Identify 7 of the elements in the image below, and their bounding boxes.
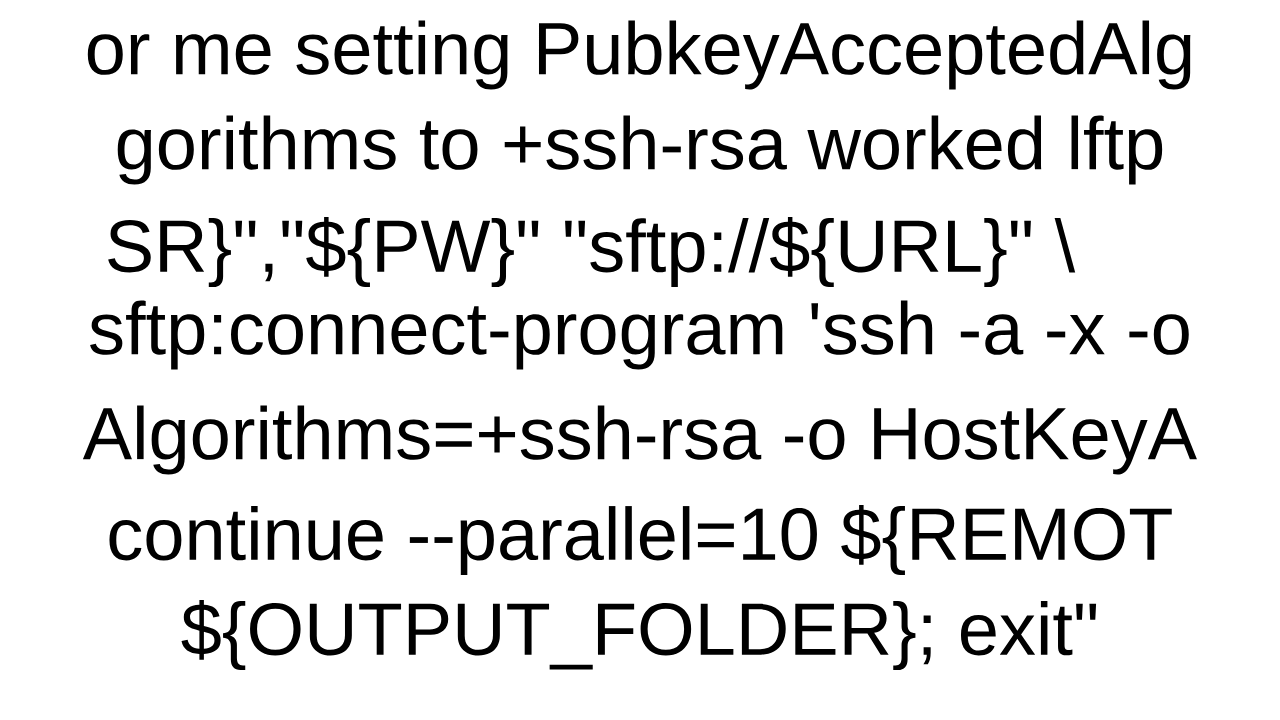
text-line: continue --parallel=10 ${REMOT — [109, 504, 1172, 576]
text-line: Algorithms=+ssh-rsa -o HostKeyA — [82, 405, 1197, 475]
text-line: or me setting PubkeyAcceptedAlg — [87, 20, 1191, 90]
text-line: sftp:connect-program 'ssh -a -x -o — [90, 300, 1189, 370]
text-line: gorithms to +ssh-rsa worked lftp — [117, 115, 1163, 185]
text-line: ${OUTPUT_FOLDER}; exit" — [181, 599, 1097, 671]
text-line: SR}","${PW}" "sftp://${URL}" \ — [108, 216, 1076, 288]
